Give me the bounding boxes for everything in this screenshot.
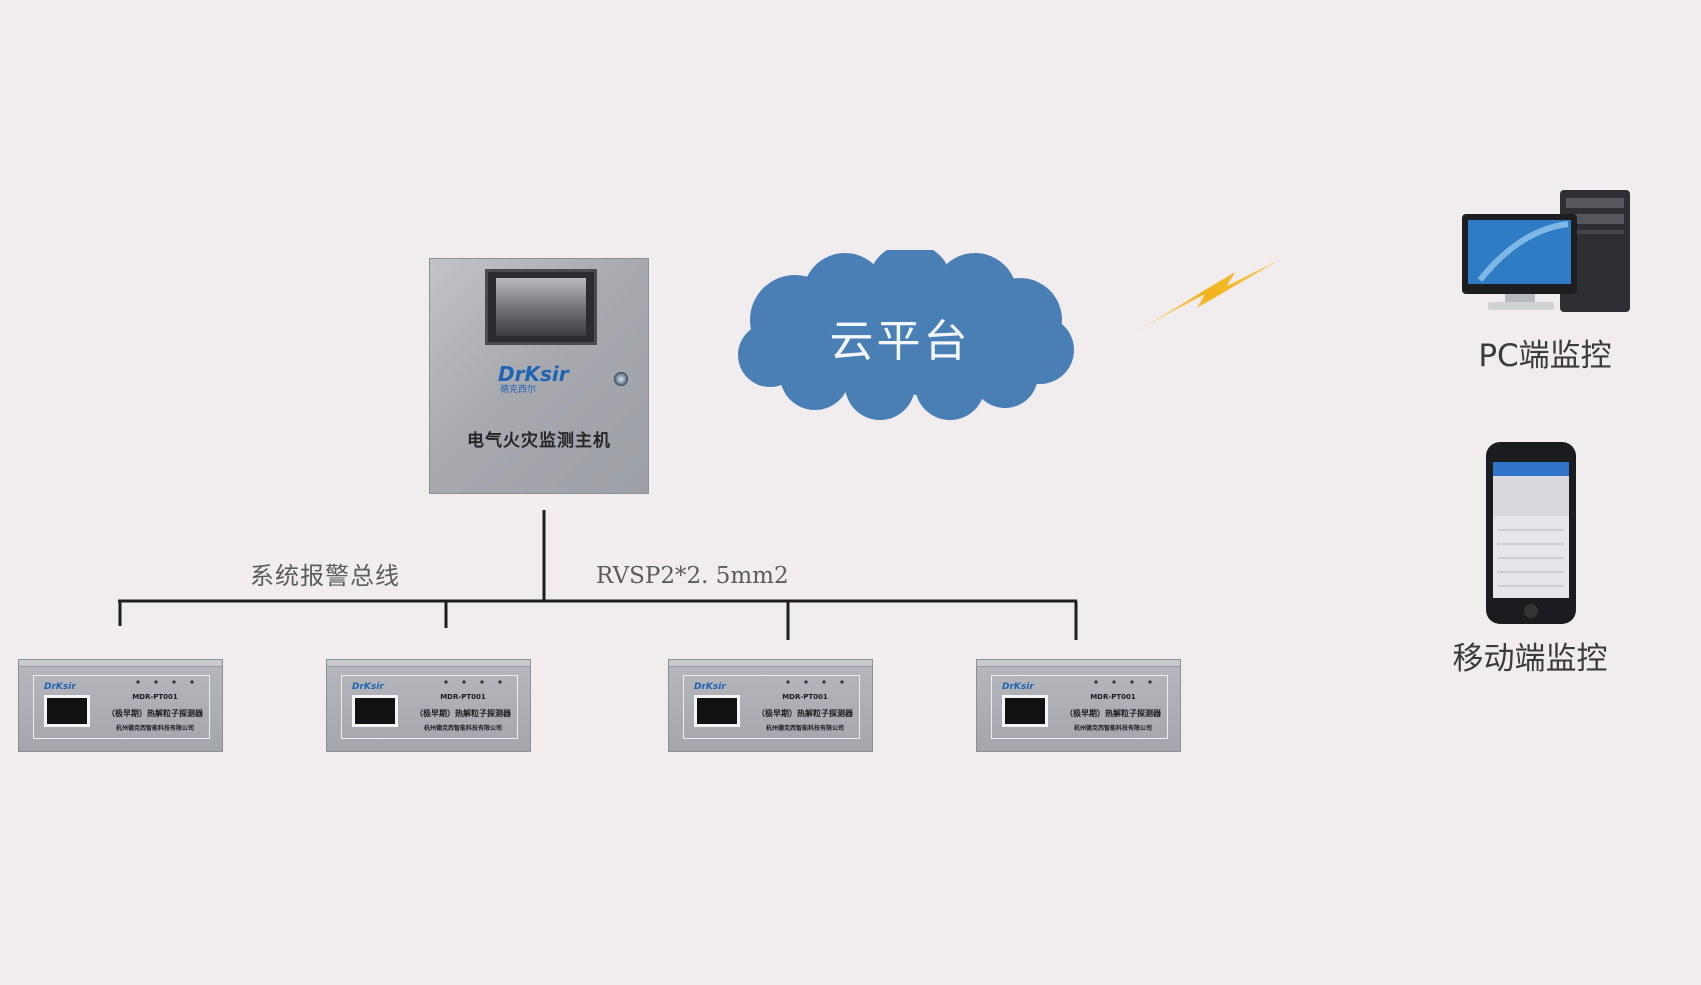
detector-display — [1002, 695, 1048, 727]
cloud-label: 云平台 — [829, 316, 971, 367]
detector-company: 杭州德克西智能科技有限公司 — [115, 725, 194, 732]
detector-brand-logo: DrKsir — [352, 682, 384, 691]
cloud-icon — [738, 250, 1074, 420]
detector-company: 杭州德克西智能科技有限公司 — [423, 725, 502, 732]
detector-model: MDR-PT001 — [782, 693, 828, 701]
detector-display — [44, 695, 90, 727]
detector-type: （极早期）热解粒子探测器 — [107, 709, 203, 718]
svg-text:DrKsir: DrKsir — [352, 682, 384, 691]
svg-text:DrKsir: DrKsir — [1002, 682, 1034, 691]
svg-text:DrKsir: DrKsir — [498, 364, 570, 386]
status-leds — [444, 680, 502, 684]
detector-1: DrKsir MDR-PT001 （极早期）热解粒子探测器 杭州德克西智能科技有… — [18, 659, 223, 752]
detector-type: （极早期）热解粒子探测器 — [415, 709, 511, 718]
lightning-icon — [1135, 260, 1279, 332]
host-brand-logo: DrKsir 德克西尔 — [498, 362, 588, 398]
status-leds — [1094, 680, 1152, 684]
detector-model: MDR-PT001 — [1090, 693, 1136, 701]
detector-3: DrKsir MDR-PT001 （极早期）热解粒子探测器 杭州德克西智能科技有… — [668, 659, 873, 752]
detector-type: （极早期）热解粒子探测器 — [1065, 709, 1161, 718]
detector-display — [694, 695, 740, 727]
host-touchscreen — [485, 269, 597, 345]
detector-display — [352, 695, 398, 727]
detector-2: DrKsir MDR-PT001 （极早期）热解粒子探测器 杭州德克西智能科技有… — [326, 659, 531, 752]
pc-monitor-icon — [1462, 190, 1630, 312]
detector-model: MDR-PT001 — [440, 693, 486, 701]
detector-brand-logo: DrKsir — [1002, 682, 1034, 691]
fire-monitoring-host: DrKsir 德克西尔 电气火灾监测主机 — [429, 258, 649, 494]
svg-text:DrKsir: DrKsir — [694, 682, 726, 691]
detector-brand-logo: DrKsir — [44, 682, 76, 691]
svg-text:DrKsir: DrKsir — [44, 682, 76, 691]
mobile-phone-icon — [1486, 442, 1576, 624]
detector-company: 杭州德克西智能科技有限公司 — [1073, 725, 1152, 732]
status-leds — [786, 680, 844, 684]
host-name: 电气火灾监测主机 — [467, 431, 611, 451]
host-key-lock — [614, 372, 628, 386]
mobile-monitor-label: 移动端监控 — [1452, 641, 1608, 677]
detector-model: MDR-PT001 — [132, 693, 178, 701]
detector-type: （极早期）热解粒子探测器 — [757, 709, 853, 718]
alarm-bus-label: 系统报警总线 — [250, 562, 400, 590]
cable-spec-label: RVSP2*2. 5mm2 — [596, 563, 789, 589]
detector-brand-logo: DrKsir — [694, 682, 726, 691]
detector-company: 杭州德克西智能科技有限公司 — [765, 725, 844, 732]
detector-4: DrKsir MDR-PT001 （极早期）热解粒子探测器 杭州德克西智能科技有… — [976, 659, 1181, 752]
status-leds — [136, 680, 194, 684]
pc-monitor-label: PC端监控 — [1478, 338, 1612, 374]
svg-text:德克西尔: 德克西尔 — [500, 383, 536, 394]
